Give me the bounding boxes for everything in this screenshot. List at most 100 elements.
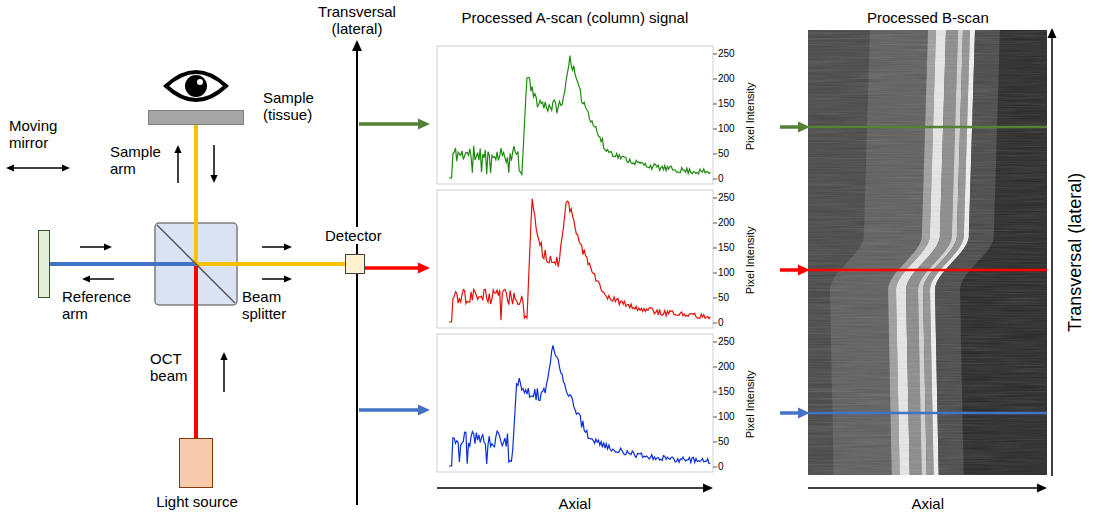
tick-label: 150 <box>718 386 735 398</box>
scan-arrow <box>359 266 420 270</box>
tick-label: 150 <box>718 242 735 254</box>
tick-label: 100 <box>718 267 735 279</box>
direction-arrow <box>223 358 225 392</box>
direction-arrow <box>88 278 114 280</box>
axis-tick <box>713 79 717 80</box>
mirror-motion-arrow-head <box>6 164 14 171</box>
axis-label: Axial <box>912 495 945 512</box>
axial-axis-head <box>703 484 713 493</box>
direction-arrow <box>213 145 215 177</box>
direction-arrow <box>262 278 286 280</box>
splitter-body <box>155 223 237 305</box>
scan-line <box>808 269 1047 272</box>
b-scan-ground <box>808 30 1047 475</box>
scan-arrow-head <box>418 263 430 274</box>
beam <box>194 222 198 264</box>
tick-label: 50 <box>718 148 729 160</box>
axis-tick <box>713 223 717 224</box>
axial-axis <box>437 487 705 489</box>
transversal-axis-head <box>1048 28 1057 38</box>
chart-frame <box>437 334 713 472</box>
node-label: Light source <box>140 493 254 510</box>
axis-tick <box>713 323 717 324</box>
direction-arrow <box>80 246 106 248</box>
beam-path <box>194 125 198 222</box>
scan-arrow <box>780 411 800 415</box>
axis-label: Axial <box>559 495 592 512</box>
axis-label: Pixel Intensity <box>744 82 757 150</box>
direction-arrow-head <box>210 175 217 183</box>
tick-label: 0 <box>718 461 724 473</box>
tick-label: 50 <box>718 292 729 304</box>
tick-label: 250 <box>718 192 735 204</box>
direction-arrow-head <box>82 275 90 282</box>
eye-iris <box>185 75 207 97</box>
axis-tick <box>713 467 717 468</box>
node-label: Moving mirror <box>9 117 69 152</box>
beam <box>194 264 198 306</box>
sample-box: Sample (tissue) <box>148 110 244 125</box>
mirror-motion-arrow-head <box>62 164 70 171</box>
chart-frame <box>437 46 713 184</box>
tick-label: 0 <box>718 317 724 329</box>
axial-axis-head <box>1037 484 1047 493</box>
node-label: Detector <box>323 227 384 244</box>
scan-arrow <box>780 268 800 272</box>
beam-splitter-cube <box>154 222 238 306</box>
axis-tick <box>713 248 717 249</box>
mirror-motion-arrow <box>12 167 63 169</box>
axis-tick <box>713 54 717 55</box>
a-scan-signal <box>449 56 710 178</box>
arm-label: Sample arm <box>110 143 168 178</box>
beam-label: OCT beam <box>150 350 192 385</box>
b-scan-image <box>808 30 1047 475</box>
axis-tick <box>713 367 717 368</box>
a-scan-signal <box>449 345 710 466</box>
direction-arrow-head <box>284 243 292 250</box>
beam-splitter: Beam splitter <box>154 222 238 306</box>
tick-label: 100 <box>718 123 735 135</box>
direction-arrow <box>177 151 179 183</box>
a-scan-chart <box>437 334 717 472</box>
node-label: Sample (tissue) <box>263 89 327 124</box>
tick-label: 50 <box>718 436 729 448</box>
direction-arrow-head <box>220 352 227 360</box>
axial-axis <box>808 487 1039 489</box>
speckle-texture <box>808 30 1047 475</box>
eye-icon <box>166 72 226 100</box>
tick-label: 200 <box>718 361 735 373</box>
mirror-box: Moving mirror <box>38 230 50 298</box>
axis-tick <box>713 104 717 105</box>
transversal-axis <box>1051 36 1053 476</box>
tick-label: 250 <box>718 48 735 60</box>
axis-label: Pixel Intensity <box>744 370 757 438</box>
splitter-diagonal <box>157 225 235 303</box>
axis-tick <box>713 298 717 299</box>
direction-arrow-head <box>174 145 181 153</box>
tick-label: 250 <box>718 336 735 348</box>
axis-tick <box>713 442 717 443</box>
scan-arrow <box>359 122 420 126</box>
chart-frame <box>437 190 713 328</box>
tick-label: 200 <box>718 73 735 85</box>
direction-arrow <box>262 246 286 248</box>
beam-path <box>50 262 154 266</box>
axis-tick <box>713 179 717 180</box>
beam <box>196 262 238 266</box>
scan-arrow-head <box>418 119 430 130</box>
node-label: Beam splitter <box>242 288 306 323</box>
arm-label: Reference arm <box>62 288 138 323</box>
beam <box>154 262 196 266</box>
scan-arrow <box>780 125 800 129</box>
transversal-axis-head <box>352 40 362 51</box>
axis-tick <box>713 154 717 155</box>
beam-path <box>194 306 198 438</box>
panel-title: Processed A-scan (column) signal <box>462 9 689 26</box>
transversal-axis <box>356 49 358 505</box>
axis-tick <box>713 198 717 199</box>
tick-label: 150 <box>718 98 735 110</box>
axis-tick <box>713 273 717 274</box>
a-scan-chart <box>437 46 717 184</box>
axis-tick <box>713 129 717 130</box>
beam-path <box>238 262 345 266</box>
